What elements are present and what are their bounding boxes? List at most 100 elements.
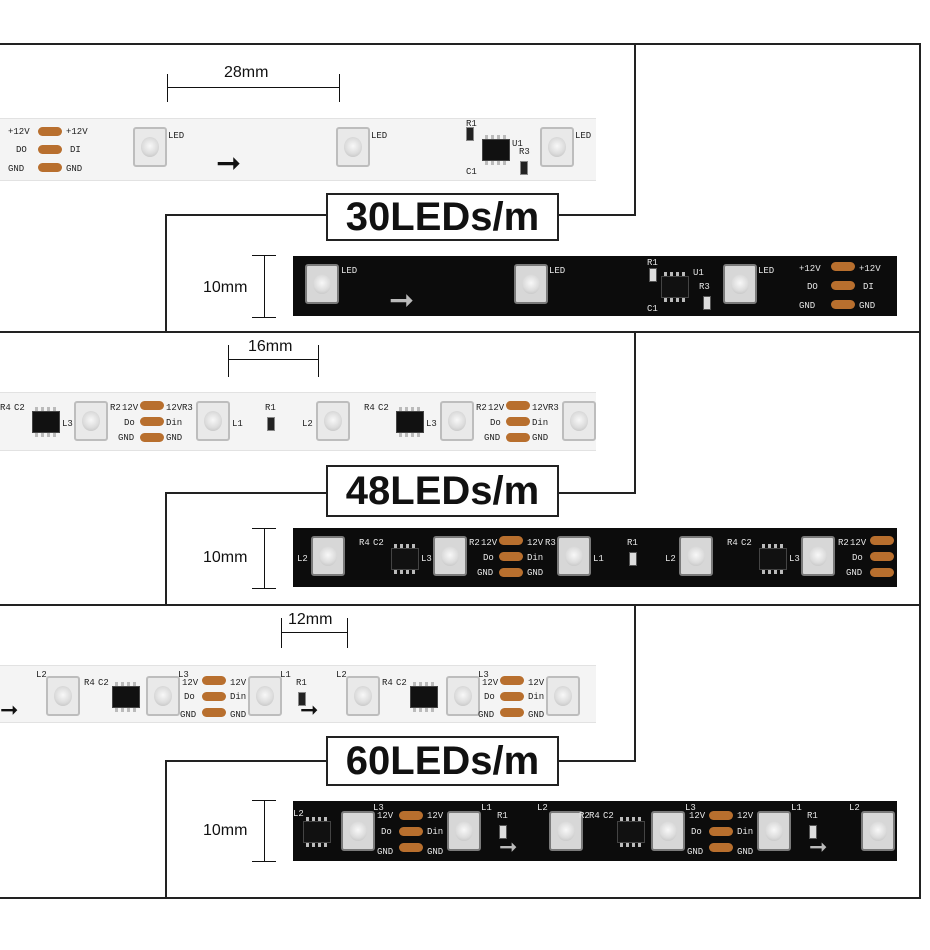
label-din: Din — [166, 418, 183, 428]
led-chip — [196, 401, 230, 441]
label-l3: L3 — [426, 419, 437, 429]
width-cap-1a — [252, 255, 276, 256]
width-vline-1 — [264, 255, 265, 318]
label-12v: +12V — [859, 264, 881, 274]
connector-1a — [634, 43, 636, 216]
driver-ic — [396, 407, 424, 437]
title-30leds: 30LEDs/m — [326, 193, 559, 241]
label-12v: 12V — [122, 403, 139, 413]
label-l3: L3 — [478, 670, 489, 680]
driver-ic — [32, 407, 60, 437]
led-chip — [562, 401, 596, 441]
connector-3d — [165, 760, 167, 898]
solder-pad — [500, 708, 524, 717]
label-12v: 12V — [488, 403, 505, 413]
label-12v: 12V — [377, 811, 394, 821]
connector-2c — [165, 492, 327, 494]
label-c2: C2 — [98, 678, 109, 688]
label-12v: 12V — [481, 538, 498, 548]
label-l1: L1 — [280, 670, 291, 680]
label-di: DI — [70, 145, 81, 155]
pitch-tick-2b — [318, 345, 319, 377]
pitch-tick-2a — [228, 345, 229, 377]
solder-pad — [140, 417, 164, 426]
label-12v: 12V — [230, 678, 247, 688]
width-label-1: 10mm — [203, 279, 248, 296]
solder-pad — [399, 843, 423, 852]
label-r4: R4 — [589, 811, 600, 821]
label-r3: R3 — [548, 403, 559, 413]
label-gnd: GND — [118, 433, 135, 443]
label-r2: R2 — [110, 403, 121, 413]
connector-1c — [165, 214, 327, 216]
driver-ic — [759, 544, 787, 574]
label-c2: C2 — [378, 403, 389, 413]
led-chip — [679, 536, 713, 576]
resistor — [629, 552, 637, 566]
label-l3: L3 — [62, 419, 73, 429]
label-led: LED — [758, 266, 775, 276]
label-r4: R4 — [382, 678, 393, 688]
solder-pad — [709, 827, 733, 836]
pitch-label-28mm: 28mm — [224, 64, 269, 81]
label-l1: L1 — [593, 554, 604, 564]
strip-60-black: L2 L3 12V Do GND 12V Din GND L1 R1 ➞ L2 … — [293, 801, 897, 861]
direction-arrow-icon: ➞ — [0, 698, 19, 723]
label-12v: 12V — [427, 811, 444, 821]
led-chip — [433, 536, 467, 576]
led-chip — [133, 127, 167, 167]
label-gnd: GND — [230, 710, 247, 720]
title-60leds: 60LEDs/m — [326, 736, 559, 786]
label-gnd: GND — [859, 301, 876, 311]
led-chip — [549, 811, 583, 851]
solder-pad — [140, 401, 164, 410]
strip-48-black: L2 R4 C2 L3 R2 12V Do GND 12V Din GND R3… — [293, 528, 897, 587]
label-do: Do — [484, 692, 495, 702]
direction-arrow-icon: ➞ — [499, 835, 518, 860]
strip-30-white: +12V DO GND +12V DI GND LED ➞ LED R1 U1 … — [0, 118, 596, 181]
frame-divider-2 — [0, 604, 921, 606]
connector-2b — [558, 492, 636, 494]
connector-2a — [634, 331, 636, 494]
label-12v: +12V — [66, 127, 88, 137]
solder-pad — [202, 708, 226, 717]
led-chip — [447, 811, 481, 851]
direction-arrow-icon: ➞ — [389, 283, 415, 316]
connector-2d — [165, 492, 167, 605]
label-12v: 12V — [689, 811, 706, 821]
led-chip — [723, 264, 757, 304]
frame-divider-1 — [0, 331, 921, 333]
label-l1: L1 — [232, 419, 243, 429]
label-r2: R2 — [838, 538, 849, 548]
solder-pad — [500, 692, 524, 701]
label-do: Do — [124, 418, 135, 428]
label-do: Do — [381, 827, 392, 837]
label-l1: L1 — [791, 803, 802, 813]
resistor — [520, 161, 528, 175]
label-do: Do — [184, 692, 195, 702]
pitch-tick-3a — [281, 618, 282, 648]
led-chip — [540, 127, 574, 167]
driver-ic — [303, 817, 331, 847]
label-12v: 12V — [166, 403, 183, 413]
solder-pad — [202, 676, 226, 685]
led-chip — [446, 676, 480, 716]
label-12v: 12V — [528, 678, 545, 688]
pitch-dimline-3 — [281, 632, 347, 633]
label-led: LED — [168, 131, 185, 141]
solder-pad — [870, 568, 894, 577]
led-chip — [146, 676, 180, 716]
width-vline-2 — [264, 528, 265, 589]
label-c2: C2 — [396, 678, 407, 688]
label-c1: C1 — [647, 304, 658, 314]
label-12v: 12V — [482, 678, 499, 688]
label-r1: R1 — [265, 403, 276, 413]
label-r4: R4 — [359, 538, 370, 548]
label-r1: R1 — [647, 258, 658, 268]
width-cap-3a — [252, 800, 276, 801]
pitch-label-16mm: 16mm — [248, 338, 293, 355]
resistor — [703, 296, 711, 310]
label-r4: R4 — [0, 403, 11, 413]
driver-ic — [482, 135, 510, 165]
label-gnd: GND — [527, 568, 544, 578]
